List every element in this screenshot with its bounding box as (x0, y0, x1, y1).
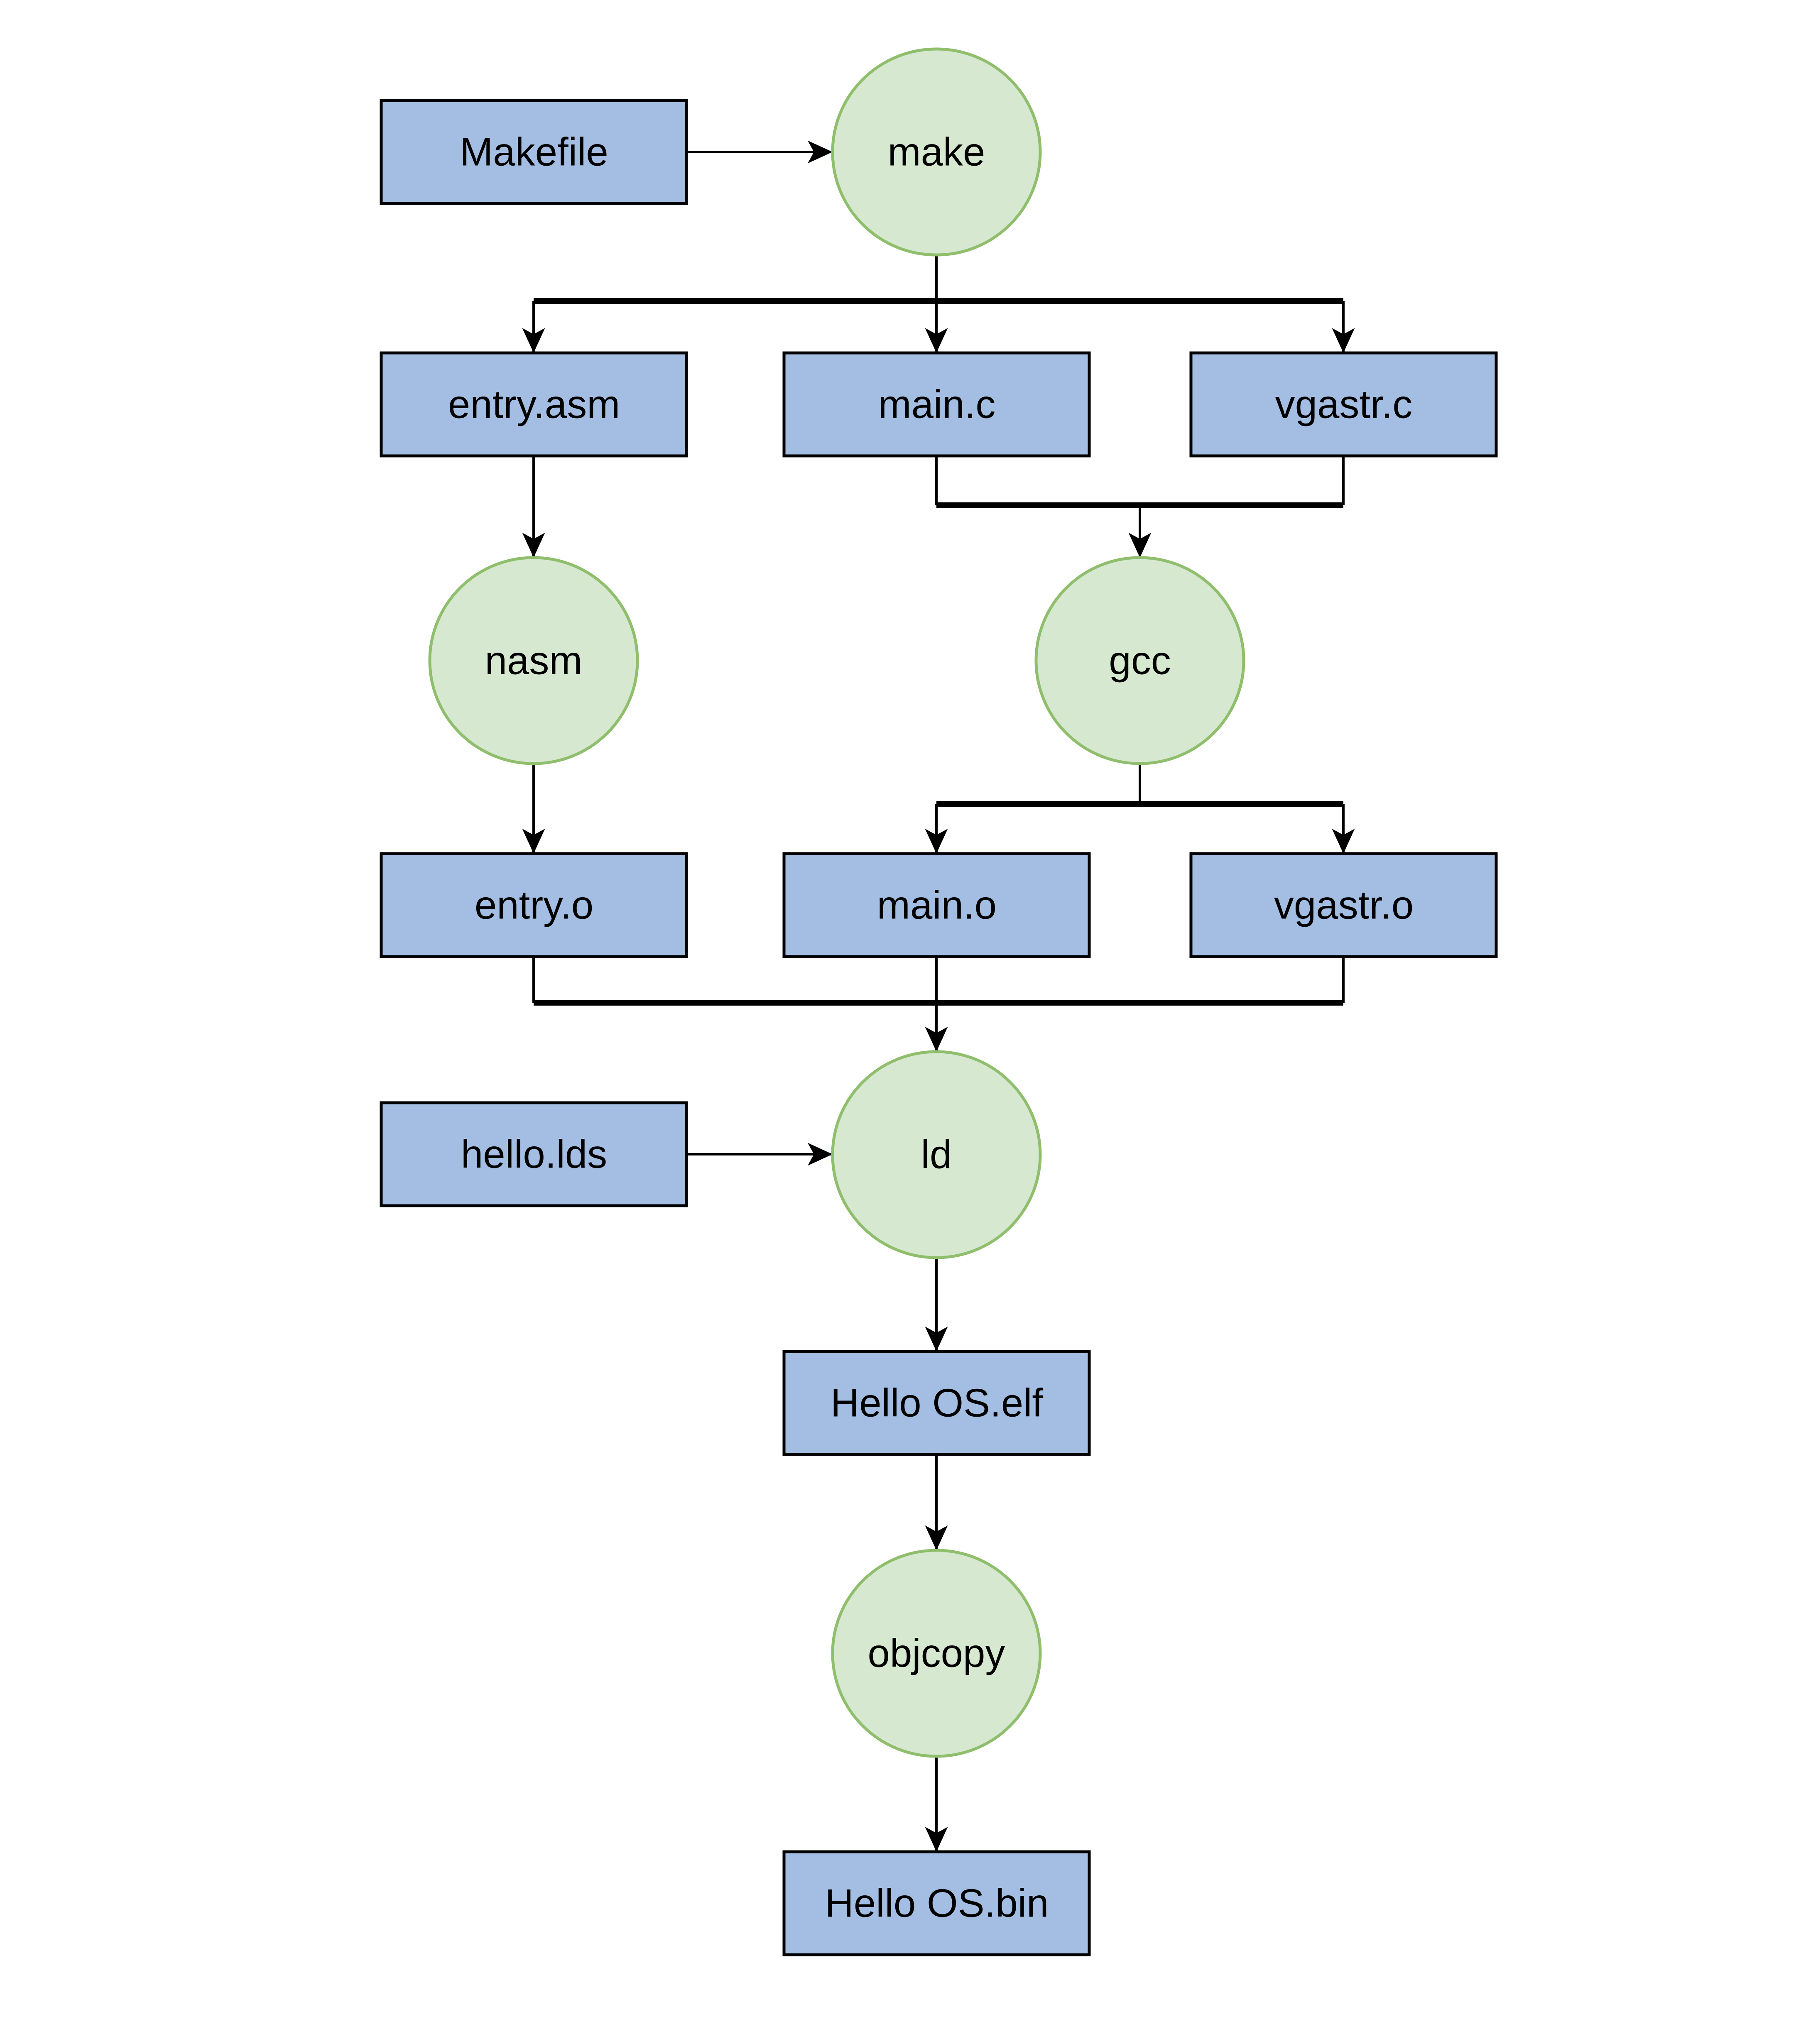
makefile-label: Makefile (460, 130, 608, 174)
objcopy-circle (831, 1549, 1042, 1758)
node-vgastr-c: vgastr.c (1189, 351, 1498, 458)
gcc-label: gcc (1109, 639, 1171, 683)
entry-o-box (380, 852, 688, 958)
vgastr-o-label: vgastr.o (1274, 883, 1414, 928)
hello-os-bin-label: Hello OS.bin (825, 1881, 1049, 1926)
node-hello-os-elf: Hello OS.elf (782, 1350, 1091, 1456)
hello-lds-label: hello.lds (461, 1132, 607, 1177)
node-hello-lds: hello.lds (380, 1101, 688, 1207)
main-c-box (782, 351, 1091, 458)
main-c-label: main.c (878, 382, 996, 427)
gcc-circle (1034, 556, 1245, 765)
node-hello-os-bin: Hello OS.bin (782, 1850, 1091, 1956)
vgastr-o-box (1189, 852, 1498, 958)
hello-lds-box (380, 1101, 688, 1207)
main-o-box (782, 852, 1091, 958)
node-gcc: gcc (1034, 556, 1245, 765)
objcopy-label: objcopy (868, 1631, 1005, 1676)
entry-asm-label: entry.asm (448, 382, 620, 427)
ld-circle (831, 1050, 1042, 1259)
node-ld: ld (831, 1050, 1042, 1259)
edges (522, 140, 1355, 1852)
main-o-label: main.o (877, 883, 997, 928)
node-entry-o: entry.o (380, 852, 688, 958)
hello-os-elf-box (782, 1350, 1091, 1456)
make-circle (831, 47, 1042, 257)
node-main-c: main.c (782, 351, 1091, 458)
vgastr-c-label: vgastr.c (1275, 382, 1413, 427)
node-make: make (831, 47, 1042, 257)
entry-asm-box (380, 351, 688, 458)
hello-os-elf-label: Hello OS.elf (831, 1381, 1044, 1425)
node-vgastr-o: vgastr.o (1189, 852, 1498, 958)
make-label: make (888, 130, 985, 174)
nasm-label: nasm (485, 639, 583, 683)
node-nasm: nasm (428, 556, 639, 765)
node-makefile: Makefile (380, 99, 688, 205)
nasm-circle (428, 556, 639, 765)
node-main-o: main.o (782, 852, 1091, 958)
entry-o-label: entry.o (475, 883, 593, 928)
ld-label: ld (921, 1133, 952, 1177)
hello-os-bin-box (782, 1850, 1091, 1956)
node-entry-asm: entry.asm (380, 351, 688, 458)
node-objcopy: objcopy (831, 1549, 1042, 1758)
vgastr-c-box (1189, 351, 1498, 458)
makefile-box (380, 99, 688, 205)
